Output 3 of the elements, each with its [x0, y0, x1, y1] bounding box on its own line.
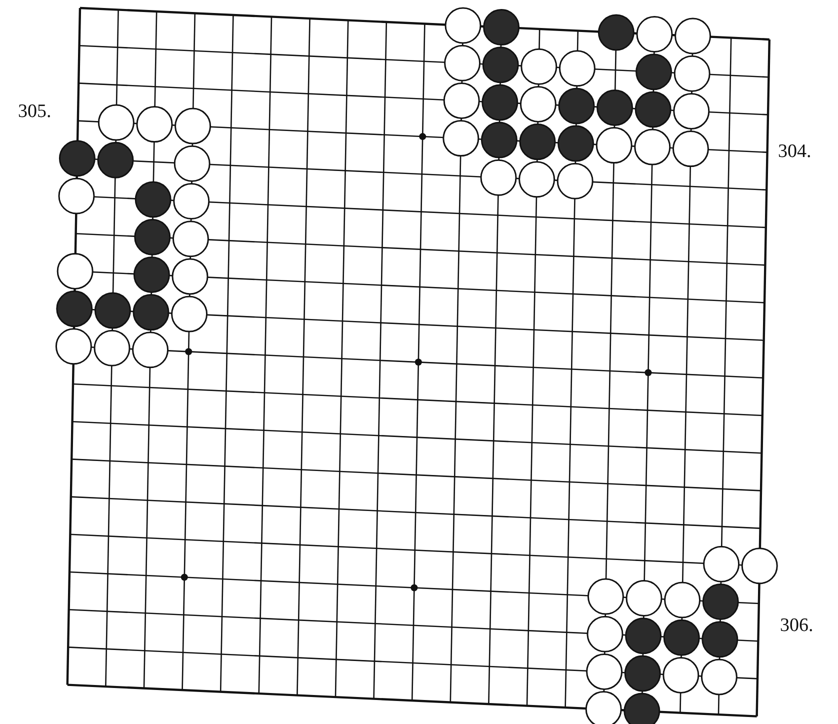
diagram-number: 304. — [778, 142, 812, 161]
diagram-number: 305. — [18, 102, 52, 121]
diagram-number: 306. — [780, 616, 814, 635]
